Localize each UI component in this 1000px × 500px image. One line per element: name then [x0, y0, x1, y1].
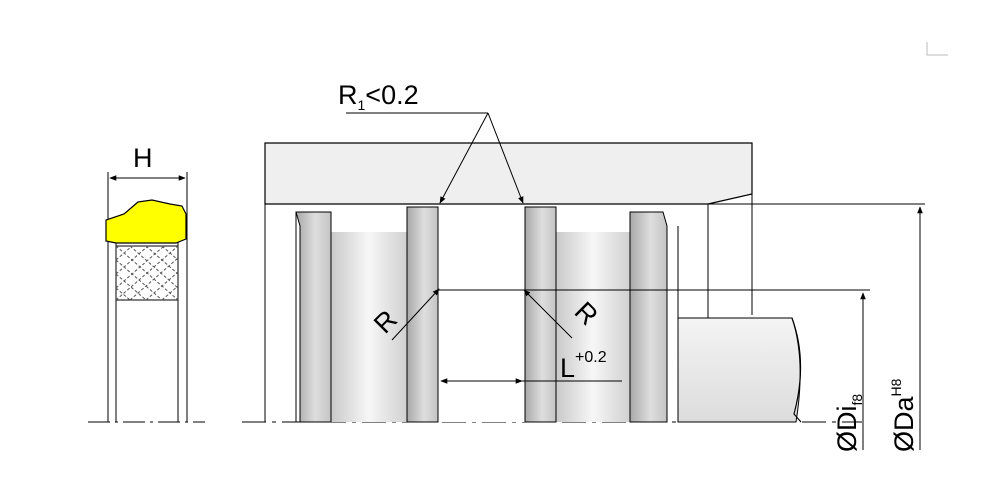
installation-drawing: ØDif8 ØDaH8 R1<0.2 R R L+0.2 — [242, 80, 925, 452]
land-1 — [295, 211, 332, 423]
r1-leader-right — [487, 112, 524, 204]
seal-cross-section: H — [88, 143, 205, 423]
r1-label: R1<0.2 — [338, 80, 419, 113]
land-3 — [524, 206, 557, 423]
shaft — [677, 317, 801, 423]
h-dimension-label: H — [133, 143, 153, 173]
land-2 — [406, 206, 439, 423]
di-dimension-label: ØDif8 — [832, 394, 865, 452]
l-dimension-label: L+0.2 — [560, 349, 607, 383]
seal-groove — [438, 207, 525, 422]
da-dimension-label: ØDaH8 — [888, 378, 919, 452]
shaft-break — [791, 317, 802, 423]
r1-leader-left — [439, 112, 489, 204]
land-4 — [629, 211, 668, 423]
groove-floor-2 — [556, 232, 630, 422]
oring-hatched-box — [115, 245, 179, 301]
seal-profile-yellow — [105, 199, 187, 244]
groove-floor-1 — [331, 232, 407, 422]
r-left-leader — [391, 288, 440, 341]
housing-bore — [264, 142, 753, 205]
r-right-leader — [523, 289, 573, 339]
corner-mark — [926, 42, 948, 56]
